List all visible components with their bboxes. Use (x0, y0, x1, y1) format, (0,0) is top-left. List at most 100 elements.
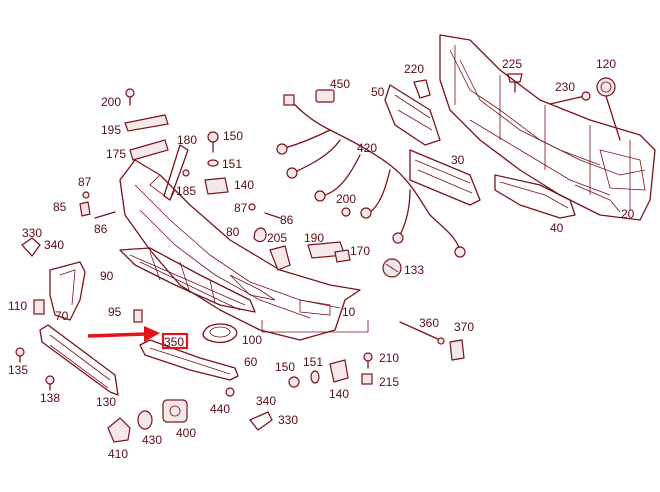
bracket-205[interactable] (269, 245, 291, 271)
label-150-bottom: 150 (275, 360, 295, 374)
molding-60[interactable] (139, 339, 239, 381)
label-225: 225 (502, 57, 522, 71)
label-86-right: 86 (280, 213, 294, 227)
cap-330-right[interactable] (249, 411, 273, 431)
label-151-bottom: 151 (303, 355, 323, 369)
washer-151-bottom[interactable] (310, 370, 320, 384)
label-30: 30 (451, 153, 465, 167)
cap-80[interactable] (253, 227, 267, 243)
label-90: 90 (100, 269, 114, 283)
clip-170[interactable] (334, 249, 351, 263)
clip-138[interactable] (45, 375, 55, 391)
clip-87-right[interactable] (248, 203, 256, 211)
label-87-right: 87 (234, 201, 248, 215)
bolt-135[interactable] (15, 347, 25, 363)
clip-85[interactable] (79, 201, 91, 217)
clip-87-left[interactable] (82, 191, 90, 199)
pin-360[interactable] (399, 321, 445, 345)
label-110: 110 (8, 299, 27, 313)
label-420: 420 (357, 141, 377, 155)
label-60: 60 (244, 355, 258, 369)
label-230: 230 (555, 80, 575, 94)
label-20: 20 (621, 207, 635, 221)
label-440: 440 (210, 402, 230, 416)
crash-beam-20[interactable] (439, 34, 656, 221)
label-10: 10 (342, 305, 356, 319)
bracket-30[interactable] (409, 149, 481, 206)
plate-holder-130[interactable] (39, 324, 119, 396)
clip-110[interactable] (33, 299, 45, 315)
label-86-left: 86 (94, 222, 108, 236)
screw-225[interactable] (507, 73, 523, 93)
label-450: 450 (330, 77, 350, 91)
label-400: 400 (176, 426, 196, 440)
bracket-50[interactable] (384, 84, 441, 146)
label-210: 210 (379, 351, 399, 365)
label-40: 40 (550, 221, 564, 235)
label-80: 80 (226, 225, 240, 239)
bumper-cover-10[interactable] (119, 159, 361, 341)
label-95: 95 (108, 305, 122, 319)
trim-70[interactable] (49, 261, 86, 321)
clip-220[interactable] (413, 79, 431, 99)
clip-440[interactable] (225, 387, 235, 397)
connector-450[interactable] (315, 89, 335, 103)
sensor-400[interactable] (162, 399, 188, 423)
label-410: 410 (108, 447, 128, 461)
label-350: 350 (164, 335, 184, 349)
label-175: 175 (106, 147, 126, 161)
wiring-harness-420[interactable] (276, 94, 466, 258)
sensor-120[interactable] (596, 77, 621, 141)
label-430: 430 (142, 433, 162, 447)
label-87-left: 87 (78, 175, 92, 189)
screw-86-left[interactable] (94, 211, 116, 219)
label-151-top: 151 (222, 157, 242, 171)
sensor-bracket-410[interactable] (107, 417, 131, 443)
label-205: 205 (267, 231, 287, 245)
label-370: 370 (454, 320, 474, 334)
bolt-150-top[interactable] (207, 131, 219, 153)
label-340-left: 340 (44, 238, 64, 252)
highlight-arrow (87, 326, 160, 342)
bracket-195[interactable] (124, 114, 169, 132)
ring-430[interactable] (137, 410, 153, 430)
screw-200-left[interactable] (125, 88, 135, 106)
bracket-370[interactable] (449, 339, 465, 361)
screw-86-right[interactable] (264, 212, 281, 219)
group-line-10 (261, 320, 369, 333)
washer-151-top[interactable] (207, 159, 219, 167)
label-70: 70 (55, 309, 69, 323)
label-135: 135 (8, 363, 28, 377)
label-150-top: 150 (223, 129, 243, 143)
label-220: 220 (404, 62, 424, 76)
label-100: 100 (242, 333, 262, 347)
bracket-175[interactable] (129, 139, 169, 161)
grille-90[interactable] (119, 247, 256, 313)
tool-133[interactable] (382, 258, 402, 278)
label-330-left: 330 (22, 226, 42, 240)
bracket-140-top[interactable] (204, 177, 229, 195)
nut-215[interactable] (361, 373, 373, 385)
screw-200-right[interactable] (341, 207, 351, 217)
label-85: 85 (53, 200, 67, 214)
label-133: 133 (404, 263, 424, 277)
highlight-box-350 (161, 332, 189, 350)
clip-95[interactable] (133, 309, 143, 323)
label-200-right: 200 (336, 192, 356, 206)
label-195: 195 (101, 123, 121, 137)
strip-180[interactable] (163, 144, 189, 201)
bolt-210[interactable] (363, 352, 373, 369)
label-340-right: 340 (256, 394, 276, 408)
bracket-40[interactable] (494, 174, 576, 219)
bracket-140-bottom[interactable] (329, 359, 349, 383)
cap-330-left[interactable] (21, 237, 41, 257)
label-190: 190 (304, 231, 324, 245)
bolt-150-bottom[interactable] (288, 376, 300, 388)
label-50: 50 (371, 85, 385, 99)
label-130: 130 (96, 395, 116, 409)
fog-trim-100[interactable] (202, 323, 238, 344)
bolt-230[interactable] (549, 91, 591, 105)
nut-185[interactable] (182, 169, 190, 177)
